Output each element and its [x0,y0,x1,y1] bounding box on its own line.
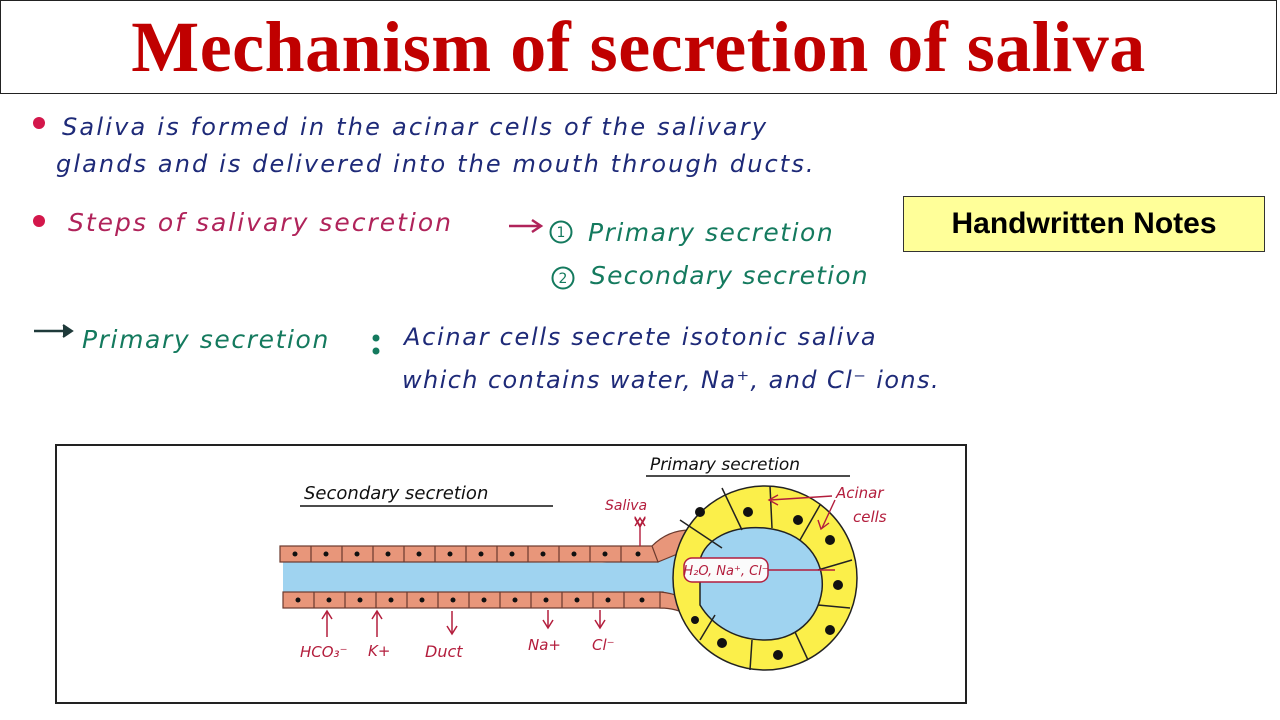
primary-label: Primary secretion [82,325,330,354]
duct-lumen [283,548,720,630]
acinar-label-2: cells [853,508,887,526]
bullet-2 [33,215,45,227]
primary-secretion-title: Primary secretion [650,455,800,475]
step-1-circle-icon: 1 [549,220,573,244]
step-2-num: 2 [559,271,568,287]
duct-wall-bottom [282,591,701,617]
duct-nuclei-top [292,551,641,557]
hco3-label: HCO₃⁻ [300,643,348,661]
steps-arrow-icon [509,218,544,234]
cl-label: Cl⁻ [592,636,615,654]
duct-nuclei-bottom [295,597,645,603]
duct-label: Duct [425,642,463,661]
primary-line-2: which contains water, Na⁺, and Cl⁻ ions. [402,366,940,394]
saliva-label: Saliva [605,498,647,514]
colon-icon [372,334,380,355]
step-2-text: Secondary secretion [590,261,869,290]
primary-arrow-icon [34,324,74,338]
note-1-line-2: glands and is delivered into the mouth t… [56,150,816,178]
page-title: Mechanism of secretion of saliva [131,7,1146,87]
k-label: K+ [368,642,390,660]
note-1-line-1: Saliva is formed in the acinar cells of … [62,113,769,141]
secondary-secretion-title: Secondary secretion [304,483,488,504]
diagram-frame [55,444,967,704]
step-2-circle-icon: 2 [551,266,575,290]
badge-label: Handwritten Notes [951,207,1217,240]
na-label: Na+ [528,636,561,654]
bullet-1 [33,117,45,129]
acinar-nuclei [691,507,843,660]
acinar-label-1: Acinar [835,484,884,502]
lumen-ions-label: H₂O, Na⁺, Cl⁻ [683,564,768,579]
transport-arrows [321,609,606,637]
steps-label: Steps of salivary secretion [68,208,454,237]
step-1-text: Primary secretion [588,218,835,247]
step-1-num: 1 [557,225,566,241]
handwritten-notes-badge: Handwritten Notes [903,196,1265,252]
duct-wall-top [279,529,693,563]
primary-line-1: Acinar cells secrete isotonic saliva [404,323,878,351]
title-box: Mechanism of secretion of saliva [0,0,1277,94]
